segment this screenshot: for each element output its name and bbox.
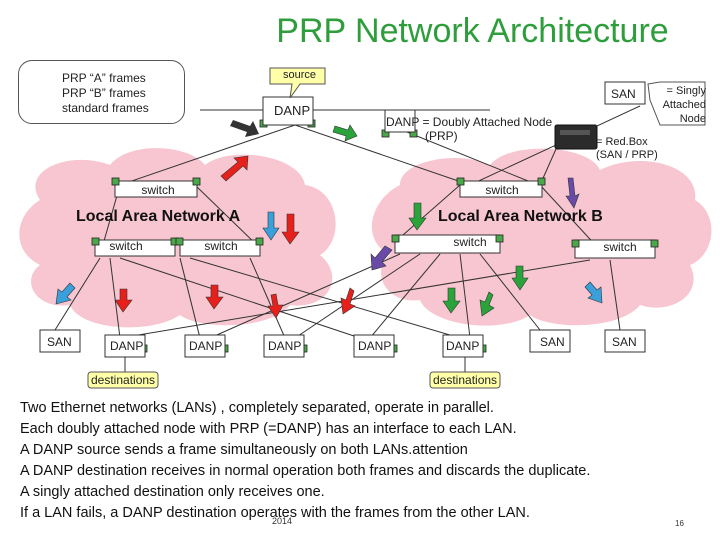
destinations-callouts [87,371,501,389]
source-label: source [283,69,317,81]
node-label-danp-1: DANP [110,339,144,353]
switch-lan-a-left: switch [94,239,176,257]
node-top-danp-2 [384,109,416,133]
switch-label: switch [204,239,237,253]
san-definition: = Singly Attached Node [662,85,706,125]
switch-lan-a-top: switch [114,180,198,198]
text-line: A DANP source sends a frame simultaneous… [20,442,468,458]
text-line: Each doubly attached node with PRP (=DAN… [20,421,517,437]
node-label-danp-4: DANP [358,339,392,353]
legend-item-b: PRP “B” frames [62,86,146,100]
footer-year: 2014 [272,516,293,526]
node-label-danp-5: DANP [446,339,480,353]
node-label-danp-2: DANP [189,339,223,353]
lan-b-cloud [371,148,712,326]
danp-definition-prp: (PRP) [425,129,458,143]
redbox-definition: = Red.Box (SAN / PRP) [596,136,658,161]
danp-definition: DANP = Doubly Attached Node [386,115,553,129]
san-top-label: SAN [611,87,636,101]
legend-item-a: PRP “A” frames [62,71,146,85]
description-text: Two Ethernet networks (LANs) , completel… [20,398,590,524]
bottom-nodes [39,329,646,358]
san-callout [647,81,706,126]
danp-top-label: DANP [274,103,311,118]
page-title: PRP Network Architecture [276,12,669,50]
destinations-label-right: destinations [433,373,498,387]
destinations-label-left: destinations [91,373,156,387]
redbox-device [554,124,598,150]
source-callout [269,67,326,99]
node-label-san-1: SAN [47,335,72,349]
legend-box [18,60,185,124]
switch-lan-a-right: switch [179,239,261,257]
node-label-san-3: SAN [612,335,637,349]
text-line: If a LAN fails, a DANP destination opera… [20,505,530,521]
switch-label: switch [141,183,174,197]
node-top-san [604,81,646,105]
switch-lan-b-left: switch [394,234,501,254]
text-line: A singly attached destination only recei… [20,484,325,500]
switch-lan-b-right: switch [574,239,656,259]
text-line: Two Ethernet networks (LANs) , completel… [20,400,494,416]
switch-label: switch [485,183,518,197]
node-label-danp-3: DANP [268,339,302,353]
text-line: A DANP destination receives in normal op… [20,463,591,479]
lan-a-label: Local Area Network A [76,208,241,225]
node-source-danp [262,96,314,126]
node-label-san-2: SAN [540,335,565,349]
switch-label: switch [603,240,636,254]
switch-label: switch [453,235,486,249]
page-number: 16 [675,519,684,528]
network-links [54,105,641,372]
switch-lan-b-top: switch [459,180,543,198]
legend-item-std: standard frames [62,101,149,115]
switch-label: switch [109,239,142,253]
lan-b-label: Local Area Network B [438,208,603,225]
